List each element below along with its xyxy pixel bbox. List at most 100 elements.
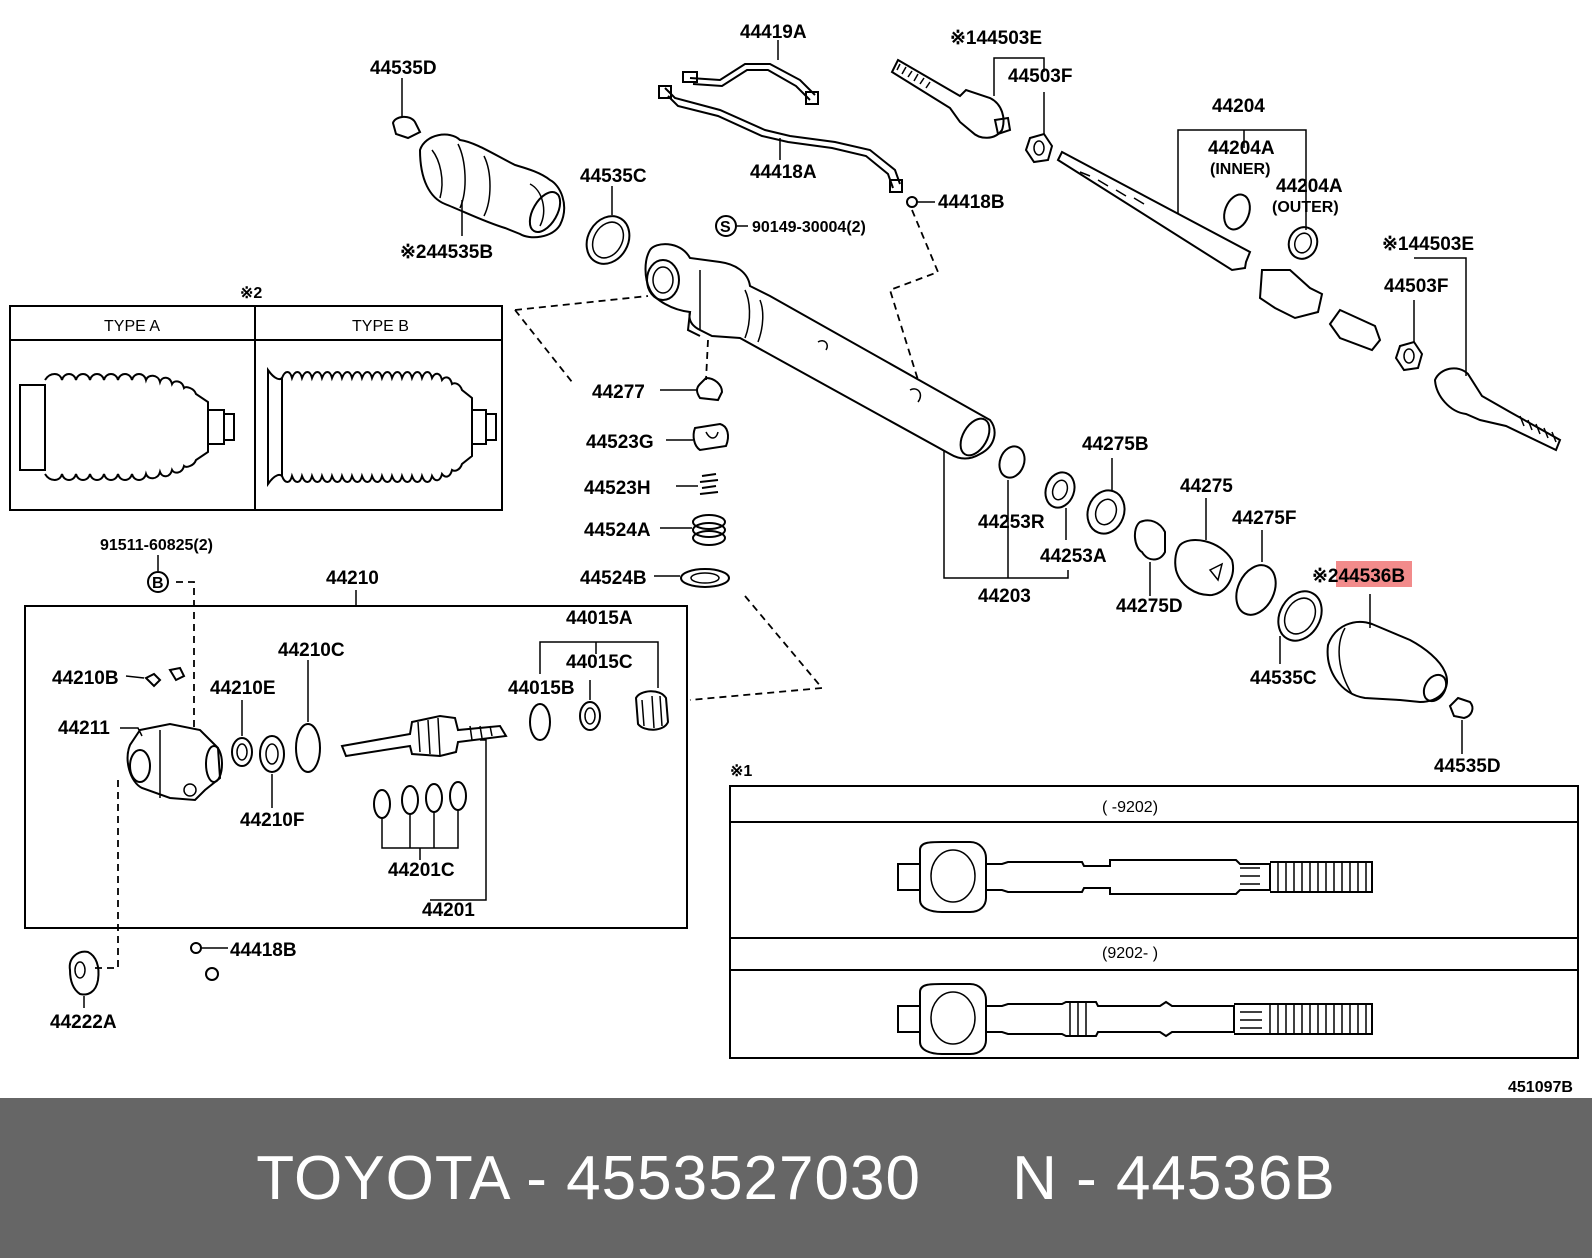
oring-44210C	[295, 723, 321, 773]
label-44204A-inner[interactable]: 44204A	[1208, 138, 1275, 159]
ring-44253R	[998, 445, 1026, 479]
ring-44204A-inner	[1223, 193, 1251, 231]
part-highlight	[1336, 561, 1412, 587]
label-44524B[interactable]: 44524B	[580, 568, 647, 589]
valve-housing-44211	[126, 722, 223, 802]
label-44503F-right[interactable]: 44503F	[1384, 276, 1448, 297]
label-44535B[interactable]: ※244535B	[400, 242, 493, 263]
label-90149-30004[interactable]: 90149-30004(2)	[752, 219, 866, 236]
pipes	[658, 63, 903, 193]
label-44201[interactable]: 44201	[422, 900, 475, 921]
clamp-44535D-right	[1448, 696, 1474, 720]
label-44503F-top[interactable]: 44503F	[1008, 66, 1072, 87]
cap-44524A	[692, 514, 726, 546]
seal-44015C	[579, 701, 601, 731]
oring-44015B	[529, 703, 551, 741]
symbol-B: B	[152, 575, 164, 592]
ring-44204A-outer	[1287, 226, 1319, 260]
label-44015B[interactable]: 44015B	[508, 678, 575, 699]
label-44275B[interactable]: 44275B	[1082, 434, 1149, 455]
label-44536B[interactable]: ※244536B	[1312, 566, 1405, 587]
washer-44503F-right	[1394, 340, 1424, 372]
parts-diagram: ※2 TYPE A TYPE B	[9, 22, 1579, 1096]
ring-44535C-top	[585, 215, 631, 265]
rack-44204	[1056, 150, 1382, 352]
label-44253R[interactable]: 44253R	[978, 512, 1045, 533]
boot-44536B	[1326, 620, 1448, 704]
stopper-44275	[1174, 539, 1234, 597]
type-table-note: ※2	[240, 285, 262, 302]
range-header-1: ( -9202)	[1102, 799, 1158, 816]
label-44204A-outer-note: (OUTER)	[1272, 199, 1339, 216]
nut-44524B	[680, 568, 730, 588]
type-a-boot-drawing	[19, 373, 235, 481]
label-44015C[interactable]: 44015C	[566, 652, 633, 673]
label-44503E-right[interactable]: ※144503E	[1382, 234, 1474, 255]
label-44210[interactable]: 44210	[326, 568, 379, 589]
oring-44275F	[1235, 564, 1277, 616]
cap-44222A	[68, 950, 100, 996]
label-44211[interactable]: 44211	[58, 718, 110, 739]
label-44275F[interactable]: 44275F	[1232, 508, 1296, 529]
label-44277[interactable]: 44277	[592, 382, 645, 403]
label-44503E-top[interactable]: ※144503E	[950, 28, 1042, 49]
label-44523H[interactable]: 44523H	[584, 478, 651, 499]
bushing-44275B	[1086, 489, 1126, 535]
clamp-44535D-top	[391, 115, 422, 140]
label-44535D-top[interactable]: 44535D	[370, 58, 437, 79]
label-44535D-right[interactable]: 44535D	[1434, 756, 1501, 777]
seal-44210E	[231, 737, 253, 767]
label-44204A-outer[interactable]: 44204A	[1276, 176, 1343, 197]
figure-code: 451097B	[1508, 1079, 1573, 1096]
label-44419A[interactable]: 44419A	[740, 22, 807, 43]
tie-rod-variant-1	[897, 841, 1373, 913]
label-44418B-bottom[interactable]: 44418B	[230, 940, 297, 961]
label-44015A[interactable]: 44015A	[566, 608, 633, 629]
tie-rod-variant-2	[897, 983, 1373, 1055]
type-a-header: TYPE A	[104, 318, 160, 335]
label-44535C-top[interactable]: 44535C	[580, 166, 647, 187]
ring-44535C-right	[1277, 590, 1323, 642]
symbol-S: S	[720, 219, 731, 236]
bearing-44210F	[259, 735, 285, 773]
label-44222A[interactable]: 44222A	[50, 1012, 117, 1033]
gear-housing-44203	[644, 243, 996, 460]
type-b-boot-drawing	[267, 366, 497, 488]
label-44275D[interactable]: 44275D	[1116, 596, 1183, 617]
label-44535C-right[interactable]: 44535C	[1250, 668, 1317, 689]
bushing-44275D	[1134, 519, 1166, 561]
tie-rod-note-table: ※1 ( -9202) (9202- )	[729, 763, 1579, 1059]
seal-44015A	[634, 690, 670, 731]
plug-44277	[696, 376, 724, 402]
boot-44535B	[391, 115, 631, 265]
label-44210B[interactable]: 44210B	[52, 668, 119, 689]
rings-44201C	[373, 781, 467, 819]
label-44523G[interactable]: 44523G	[586, 432, 654, 453]
label-91511-60825[interactable]: 91511-60825(2)	[100, 537, 213, 554]
tie-rod-44503E-right	[1433, 367, 1562, 452]
label-44418B-top[interactable]: 44418B	[938, 192, 1005, 213]
type-b-header: TYPE B	[352, 318, 409, 335]
part-number-banner: TOYOTA - 4553527030 N - 44536B	[0, 1098, 1592, 1258]
label-44418A[interactable]: 44418A	[750, 162, 817, 183]
label-44210F[interactable]: 44210F	[240, 810, 304, 831]
label-44210E[interactable]: 44210E	[210, 678, 276, 699]
boot-type-table: ※2 TYPE A TYPE B	[9, 285, 503, 511]
label-44524A[interactable]: 44524A	[584, 520, 651, 541]
label-44201C[interactable]: 44201C	[388, 860, 455, 881]
label-44204[interactable]: 44204	[1212, 96, 1265, 117]
label-44203[interactable]: 44203	[978, 586, 1031, 607]
label-44253A[interactable]: 44253A	[1040, 546, 1107, 567]
label-44204A-inner-note: (INNER)	[1210, 161, 1270, 178]
range-header-2: (9202- )	[1102, 945, 1158, 962]
valve-shaft-44201	[340, 714, 508, 758]
spring-44523H	[699, 473, 719, 495]
ring-44253A	[1044, 471, 1076, 509]
washer-44503F-top	[1024, 132, 1054, 164]
tie-rod-44503E-top	[890, 58, 1012, 139]
part-number-text: TOYOTA - 4553527030 N - 44536B	[256, 1143, 1336, 1213]
label-44210C[interactable]: 44210C	[278, 640, 345, 661]
note-box-marker: ※1	[730, 763, 752, 780]
guide-44523G	[692, 422, 729, 452]
label-44275[interactable]: 44275	[1180, 476, 1233, 497]
